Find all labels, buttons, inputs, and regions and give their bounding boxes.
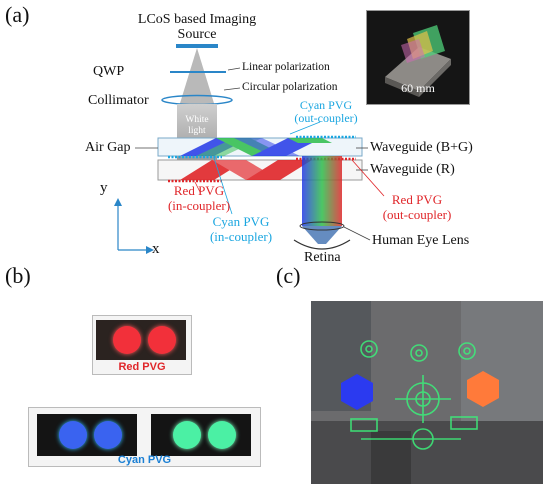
ar-view-photo <box>311 301 543 484</box>
green-pvg-glass <box>151 414 251 456</box>
panel-c-label: (c) <box>276 263 301 288</box>
human-eye-lens-label: Human Eye Lens <box>372 233 470 248</box>
orange-hexagon <box>467 371 499 407</box>
qwp-label: QWP <box>93 64 125 79</box>
photo-scale-label: 60 mm <box>401 81 435 95</box>
cyan-pvg-caption: Cyan PVG <box>117 454 172 466</box>
red-spot-right <box>148 326 176 354</box>
retina-label: Retina <box>304 250 341 265</box>
cyan-pvg-sample: Cyan PVG <box>28 407 261 467</box>
source-label-line1: LCoS based Imaging <box>137 12 257 27</box>
imaging-source <box>176 44 218 48</box>
air-gap-label: Air Gap <box>85 140 131 155</box>
red-out-coupler-label: Red PVG (out-coupler) <box>374 192 460 222</box>
light-cone <box>177 48 217 113</box>
eye-lens <box>299 221 345 231</box>
waveguide-r-label: Waveguide (R) <box>370 162 455 177</box>
waveguide-bg-label: Waveguide (B+G) <box>370 140 473 155</box>
collimator-label: Collimator <box>88 93 149 108</box>
red-zigzag <box>180 160 312 180</box>
circular-polarization-label: Circular polarization <box>242 81 338 93</box>
blue-spot-right <box>94 421 122 449</box>
axes <box>114 198 154 254</box>
panel-a-label: (a) <box>5 2 30 27</box>
linear-polarization-label: Linear polarization <box>242 61 330 73</box>
blue-hexagon <box>341 374 373 410</box>
axis-x-label: x <box>152 241 160 257</box>
retina-curve <box>293 239 351 250</box>
cyan-in-line1: Cyan PVG <box>212 214 270 229</box>
red-in-line2: (in-coupler) <box>167 198 231 213</box>
white-light-line1: White <box>185 115 209 125</box>
green-spot-right <box>208 421 236 449</box>
blue-pvg-glass <box>37 414 137 456</box>
optical-diagram <box>114 44 385 254</box>
green-spot-left <box>173 421 201 449</box>
panel-b-label: (b) <box>5 263 31 288</box>
red-pvg-glass <box>96 320 186 360</box>
imaging-source-label: LCoS based Imaging Source <box>130 12 264 42</box>
red-pvg-caption: Red PVG <box>118 361 166 373</box>
blue-spot-left <box>59 421 87 449</box>
red-out-line2: (out-coupler) <box>382 207 452 222</box>
cyan-in-coupler-label: Cyan PVG (in-coupler) <box>196 214 286 244</box>
output-beam <box>302 156 342 226</box>
white-light-label: White light <box>179 115 215 137</box>
cyan-in-line2: (in-coupler) <box>209 229 273 244</box>
bg-zigzag <box>180 138 332 156</box>
red-out-line1: Red PVG <box>391 192 443 207</box>
cyan-out-line2: (out-coupler) <box>294 111 358 125</box>
red-in-line1: Red PVG <box>173 183 225 198</box>
axis-y-label: y <box>100 180 108 196</box>
cyan-out-coupler-label: Cyan PVG (out-coupler) <box>286 99 366 125</box>
red-in-coupler-label: Red PVG (in-coupler) <box>156 183 242 213</box>
device-photo: 60 mm <box>366 10 470 105</box>
cyan-out-line1: Cyan PVG <box>299 98 353 112</box>
device-photo-art <box>385 25 451 97</box>
hud-overlay <box>350 340 478 450</box>
ar-view-art <box>311 301 543 484</box>
white-light-line2: light <box>188 126 206 136</box>
red-pvg-sample: Red PVG <box>92 315 192 375</box>
source-label-line2: Source <box>177 27 217 42</box>
red-spot-left <box>113 326 141 354</box>
